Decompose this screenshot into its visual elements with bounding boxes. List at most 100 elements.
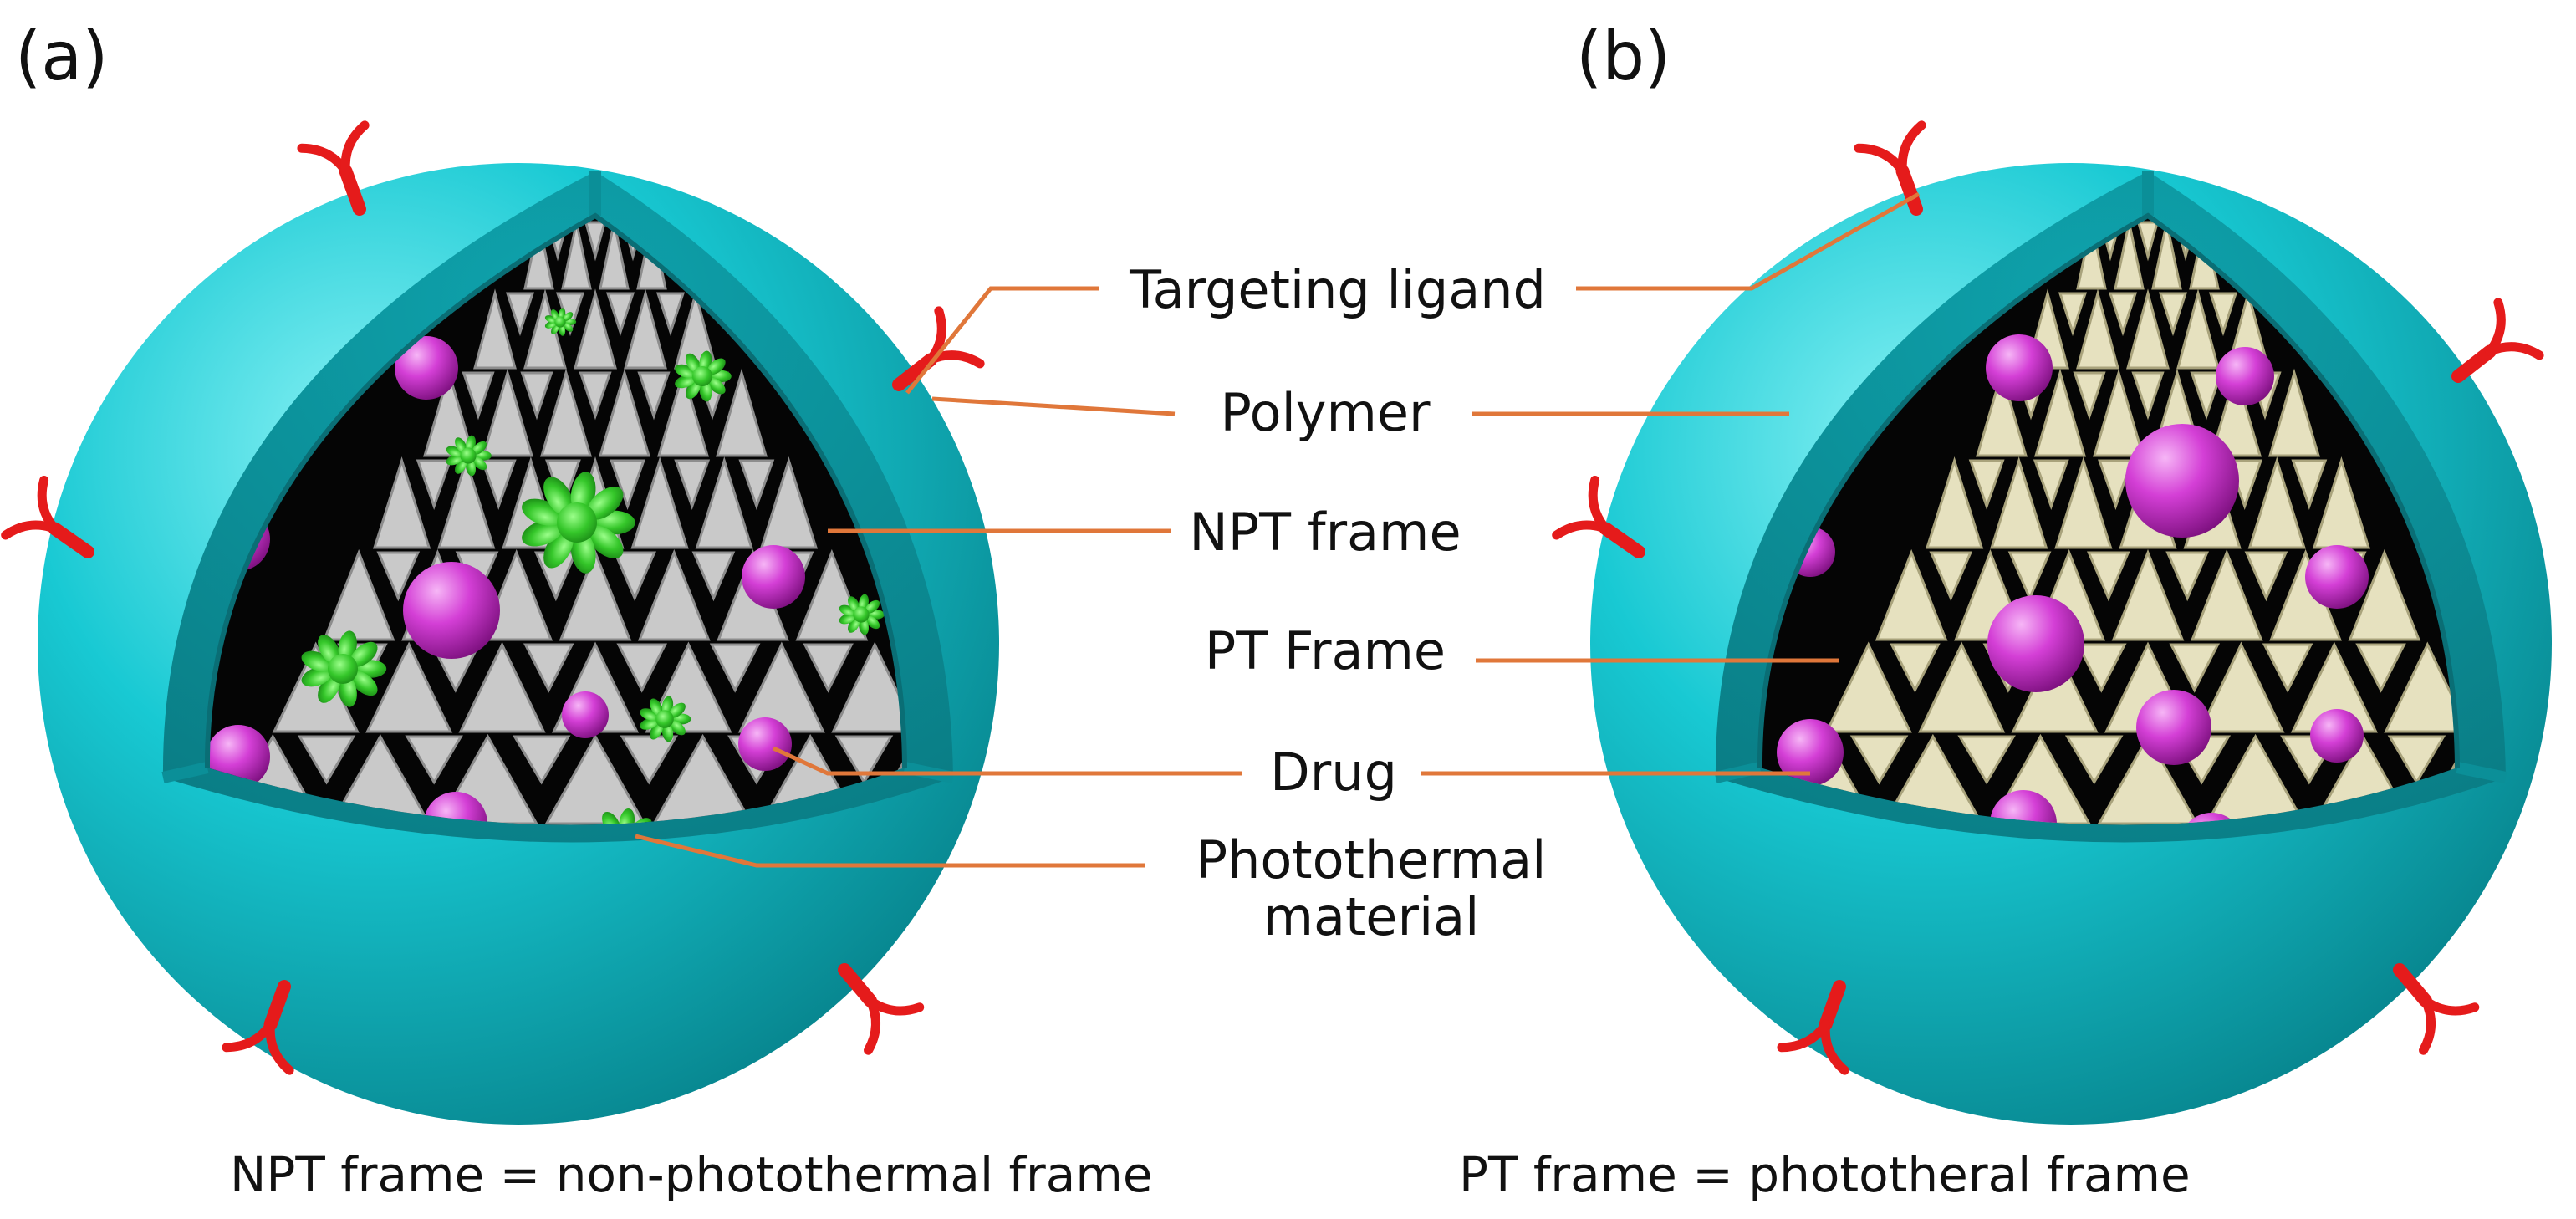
targeting-ligand bbox=[297, 120, 370, 216]
frame-triangle bbox=[2247, 456, 2306, 549]
frame-triangle bbox=[2073, 371, 2106, 421]
frame-triangle bbox=[674, 459, 711, 510]
frame-triangle bbox=[695, 456, 753, 549]
frame-triangle bbox=[2007, 551, 2052, 602]
frame-triangle bbox=[365, 641, 453, 733]
label-photothermal-line2: material bbox=[1263, 886, 1480, 947]
ligands-a bbox=[1, 120, 985, 1075]
frame-triangle bbox=[2151, 222, 2182, 290]
frame-triangle bbox=[620, 735, 679, 785]
frame-triangle bbox=[2197, 641, 2285, 733]
frame-triangle bbox=[2190, 371, 2223, 421]
drug-sphere bbox=[2305, 545, 2369, 609]
label-pt-frame: PT Frame bbox=[1205, 620, 1446, 681]
frame-triangle bbox=[610, 459, 645, 510]
drug-sphere bbox=[562, 691, 609, 738]
panel-letter-a: (a) bbox=[15, 18, 108, 95]
drug-sphere bbox=[1777, 719, 1844, 786]
photothermal-cluster bbox=[675, 350, 732, 402]
targeting-ligand bbox=[1552, 475, 1645, 558]
frame-triangle bbox=[1824, 641, 1912, 733]
photothermal-cluster bbox=[544, 308, 577, 336]
frame-triangle bbox=[598, 368, 651, 457]
frame-triangle bbox=[579, 371, 612, 421]
footnote-left: NPT frame = non-photothermal frame bbox=[230, 1146, 1153, 1203]
frame-triangle bbox=[2355, 643, 2406, 693]
frame-triangle bbox=[544, 733, 646, 825]
leader-ligand-b bbox=[1576, 191, 1921, 291]
frame-triangle bbox=[738, 459, 775, 510]
frame-triangle bbox=[523, 643, 574, 693]
footnote-right: PT frame = phototheral frame bbox=[1459, 1146, 2191, 1203]
leader-ligand-a bbox=[905, 286, 1099, 395]
frame-triangle bbox=[584, 221, 607, 262]
frame-triangle bbox=[2387, 735, 2446, 785]
frame-triangle bbox=[2267, 368, 2321, 457]
frame-triangle bbox=[655, 292, 686, 337]
frame-triangle bbox=[599, 222, 630, 290]
frame-triangle bbox=[559, 548, 632, 641]
frame-triangle bbox=[1918, 641, 2006, 733]
frame-triangle bbox=[637, 371, 671, 421]
frame-triangle bbox=[1957, 735, 2016, 785]
frame-triangle bbox=[759, 456, 819, 549]
frame-triangle bbox=[437, 456, 496, 549]
frame-triangle bbox=[2136, 221, 2160, 262]
frame-triangle bbox=[616, 643, 668, 693]
frame-triangle bbox=[405, 735, 463, 785]
photothermal-cluster bbox=[839, 594, 885, 635]
frame-triangle bbox=[656, 368, 710, 457]
frame-triangle bbox=[1925, 456, 1984, 549]
frame-triangle bbox=[2190, 548, 2263, 641]
frame-triangle bbox=[2098, 459, 2134, 510]
frame-triangle bbox=[624, 288, 667, 370]
frame-triangle bbox=[709, 643, 761, 693]
frame-triangle bbox=[2209, 368, 2262, 457]
drug-sphere bbox=[2125, 424, 2239, 538]
frame-triangle bbox=[831, 641, 905, 733]
frame-triangle bbox=[2131, 371, 2165, 421]
frame-triangle bbox=[2291, 459, 2328, 510]
label-photothermal-line1: Photothermal bbox=[1196, 829, 1547, 890]
frame-triangle bbox=[2087, 551, 2130, 602]
panel-letter-b: (b) bbox=[1576, 18, 1671, 95]
frame-triangle bbox=[2126, 288, 2170, 370]
frame-triangle bbox=[613, 551, 656, 602]
frame-triangle bbox=[2033, 459, 2069, 510]
frame-triangle bbox=[376, 551, 421, 602]
drug-sphere bbox=[403, 562, 500, 659]
frame-triangle bbox=[458, 641, 546, 733]
frame-triangle bbox=[297, 735, 356, 785]
frame-triangle bbox=[2075, 643, 2127, 693]
label-targeting-ligand: Targeting ligand bbox=[1129, 259, 1546, 320]
panel-b: (b) bbox=[1552, 18, 2552, 1125]
frame-triangle bbox=[630, 456, 689, 549]
frame-triangle bbox=[2108, 292, 2138, 337]
targeting-ligand bbox=[838, 963, 925, 1055]
frame-triangle bbox=[1890, 643, 1941, 693]
leader-polymer-a bbox=[931, 396, 1176, 416]
targeting-ligand bbox=[1854, 120, 1926, 216]
leader-lines bbox=[635, 191, 1921, 868]
label-npt-frame: NPT frame bbox=[1189, 502, 1461, 563]
frame-triangle bbox=[2244, 551, 2288, 602]
frame-triangle bbox=[605, 292, 635, 337]
frame-triangle bbox=[2058, 292, 2088, 337]
label-drug: Drug bbox=[1270, 742, 1397, 803]
targeting-ligand bbox=[1, 475, 94, 558]
frame-triangle bbox=[539, 368, 593, 457]
frame-triangle bbox=[2064, 735, 2124, 785]
frame-triangle bbox=[1990, 456, 2048, 549]
frame-triangle bbox=[2097, 733, 2199, 825]
frame-triangle bbox=[2092, 368, 2145, 457]
drug-sphere bbox=[2216, 347, 2274, 405]
photothermal-cluster bbox=[640, 696, 691, 742]
drug-sphere bbox=[395, 336, 458, 400]
targeting-ligand bbox=[2393, 963, 2480, 1055]
frame-triangle bbox=[422, 368, 476, 457]
frame-triangle bbox=[372, 456, 431, 549]
frame-triangle bbox=[2176, 288, 2220, 370]
frame-triangle bbox=[1975, 368, 2028, 457]
frame-triangle bbox=[322, 548, 395, 641]
drug-sphere bbox=[2136, 690, 2211, 765]
